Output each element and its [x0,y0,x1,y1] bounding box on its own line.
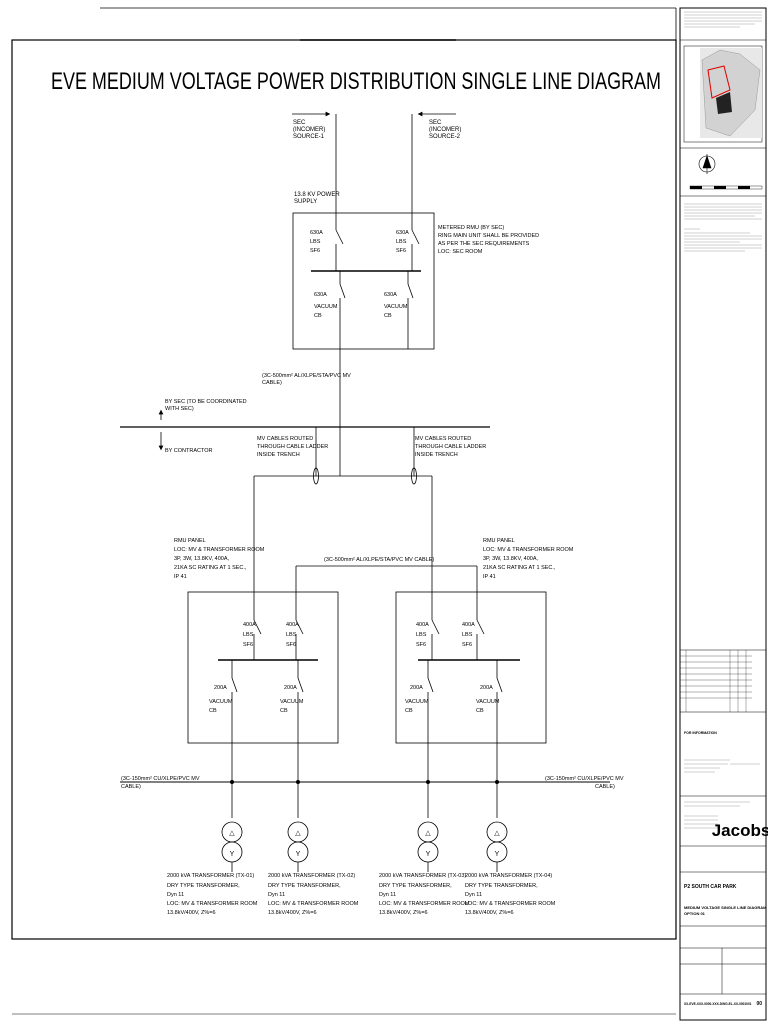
svg-text:△: △ [295,830,301,837]
revision-number: 00 [756,1001,762,1007]
status-label: FOR INFORMATION [684,731,717,735]
svg-text:Y: Y [230,851,235,858]
trench-right-label: MV CABLES ROUTED THROUGH CABLE LADDER IN… [415,436,488,458]
main-cable-label: (3C-500mm² AL/XLPE/STA/PVC MV CABLE) [262,373,352,386]
sec-lbs-2-label: 630A LBS SF6 [396,230,410,254]
project-name: P2 SOUTH CAR PARK [684,884,737,890]
by-sec-label: BY SEC (TO BE COORDINATED WITH SEC) [165,399,248,412]
tx-cable-left-label: (3C-150mm² CU/XLPE/PVC MV CABLE) [121,776,201,790]
tx-03-label: 2000 kVA TRANSFORMER (TX-03)DRY TYPE TRA… [379,873,470,916]
transformer-tx-04-icon [486,821,508,872]
source-1-label: SEC (INCOMER) SOURCE-1 [293,120,327,140]
transformer-winding-glyphs: △ Y △ Y △ Y △ Y [229,830,500,858]
transformer-tx-03-icon [417,821,439,872]
sec-lbs-1-label: 630A LBS SF6 [310,230,324,254]
transformer-tx-02-icon [287,821,309,872]
supply-label: 13.8 KV POWER SUPPLY [294,192,341,205]
north-arrow-icon [698,154,716,174]
cable-trench-routing [253,427,433,620]
svg-text:△: △ [229,830,235,837]
rmu-panel-left [187,591,339,744]
trench-left-label: MV CABLES ROUTED THROUGH CABLE LADDER IN… [257,436,330,458]
tx-04-label: 2000 kVA TRANSFORMER (TX-04)DRY TYPE TRA… [465,873,556,916]
svg-text:Y: Y [296,851,301,858]
svg-text:Y: Y [495,851,500,858]
ring-interconnection [295,565,478,620]
transformer-labels: 2000 kVA TRANSFORMER (TX-01)DRY TYPE TRA… [167,873,556,916]
rmu-panel-right [395,591,547,744]
svg-text:△: △ [425,830,431,837]
title-block-revision-grid [680,650,752,712]
svg-text:Y: Y [426,851,431,858]
rmu-left-label: RMU PANEL LOC: MV & TRANSFORMER ROOM 3P,… [174,538,266,580]
sec-rmu-note: METERED RMU (BY SEC) RING MAIN UNIT SHAL… [438,225,541,255]
transformer-tx-01-icon [221,821,243,872]
scale-bar [689,185,763,190]
sec-rmu-panel [292,212,435,350]
incoming-sources [292,111,456,230]
ring-cable-label: (3C-500mm² AL/XLPE/STA/PVC MV CABLE) [324,557,434,563]
sec-vcb-1-label: 630A VACUUM CB [314,292,339,319]
drawing-number: XX-EVE-XXX-0000-XXX-DWG-EL-XX-0001001 [684,1002,752,1006]
key-plan-map [700,48,762,138]
transformer-symbols [221,821,508,872]
diagram-title: EVE MEDIUM VOLTAGE POWER DISTRIBUTION SI… [51,68,661,95]
tx-01-label: 2000 kVA TRANSFORMER (TX-01)DRY TYPE TRA… [167,873,258,916]
drawing-title-block: MEDIUM VOLTAGE SINGLE LINE DIAGRAM OPTIO… [684,905,768,916]
rmu-right-label: RMU PANEL LOC: MV & TRANSFORMER ROOM 3P,… [483,538,575,580]
drawing-border [11,7,767,1021]
tx-02-label: 2000 kVA TRANSFORMER (TX-02)DRY TYPE TRA… [268,873,359,916]
svg-text:△: △ [494,830,500,837]
by-contractor-label: BY CONTRACTOR [165,448,212,454]
main-feeder [120,314,490,477]
tx-cable-right-label: (3C-150mm² CU/XLPE/PVC MV CABLE) [545,776,625,790]
source-2-label: SEC (INCOMER) SOURCE-2 [429,120,463,140]
cable-junctions [230,780,499,784]
company-logo: Jacobs [712,821,768,840]
title-block [680,39,766,995]
sec-vcb-2-label: 630A VACUUM CB [384,292,409,319]
notes-lines [684,11,762,829]
